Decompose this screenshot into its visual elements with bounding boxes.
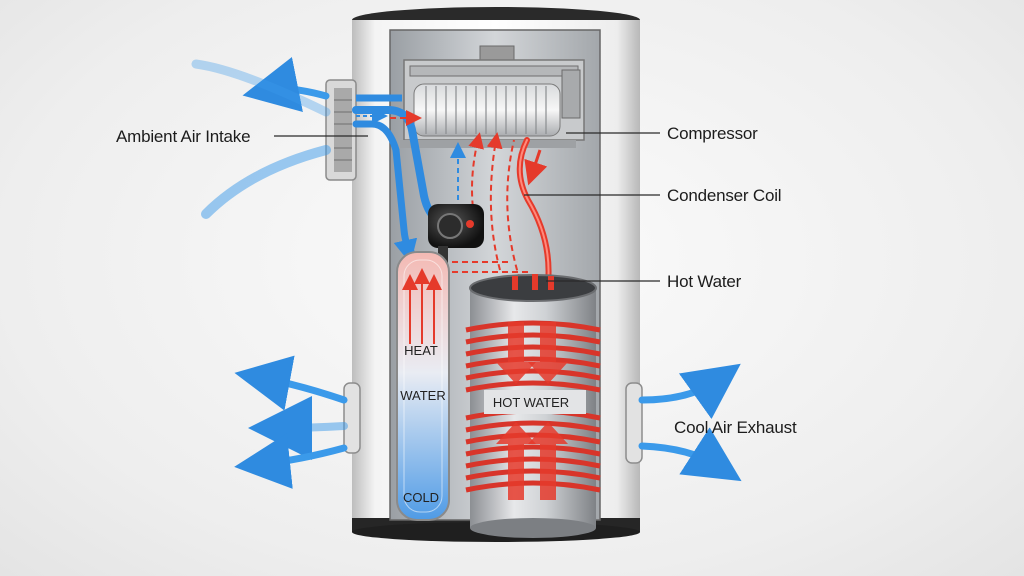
hot-water-label: Hot Water (667, 272, 742, 291)
compressor-label: Compressor (667, 124, 758, 143)
water-label: WATER (400, 388, 446, 403)
condenser-coil-label: Condenser Coil (667, 186, 781, 205)
compressor-motor (428, 204, 484, 264)
hot-water-label-plate (484, 390, 586, 414)
cold-label: COLD (403, 490, 439, 505)
heat-label: HEAT (404, 343, 438, 358)
hot-water-inner-label: HOT WATER (493, 395, 569, 410)
right-exhaust-port (625, 382, 643, 464)
air-intake-vent (325, 79, 357, 181)
water-column: HEAT WATER COLD (396, 251, 450, 521)
cylinder-flow-arrows (496, 322, 568, 500)
hot-refrigerant-line (516, 137, 552, 287)
ambient-air-intake-label: Ambient Air Intake (116, 127, 250, 146)
external-airflow (191, 57, 742, 489)
compressor-assembly (400, 45, 585, 148)
leader-lines (274, 132, 660, 282)
condenser-coil-wrap (465, 320, 601, 493)
left-exhaust-port (343, 382, 361, 454)
cool-air-exhaust-label: Cool Air Exhaust (674, 418, 797, 437)
